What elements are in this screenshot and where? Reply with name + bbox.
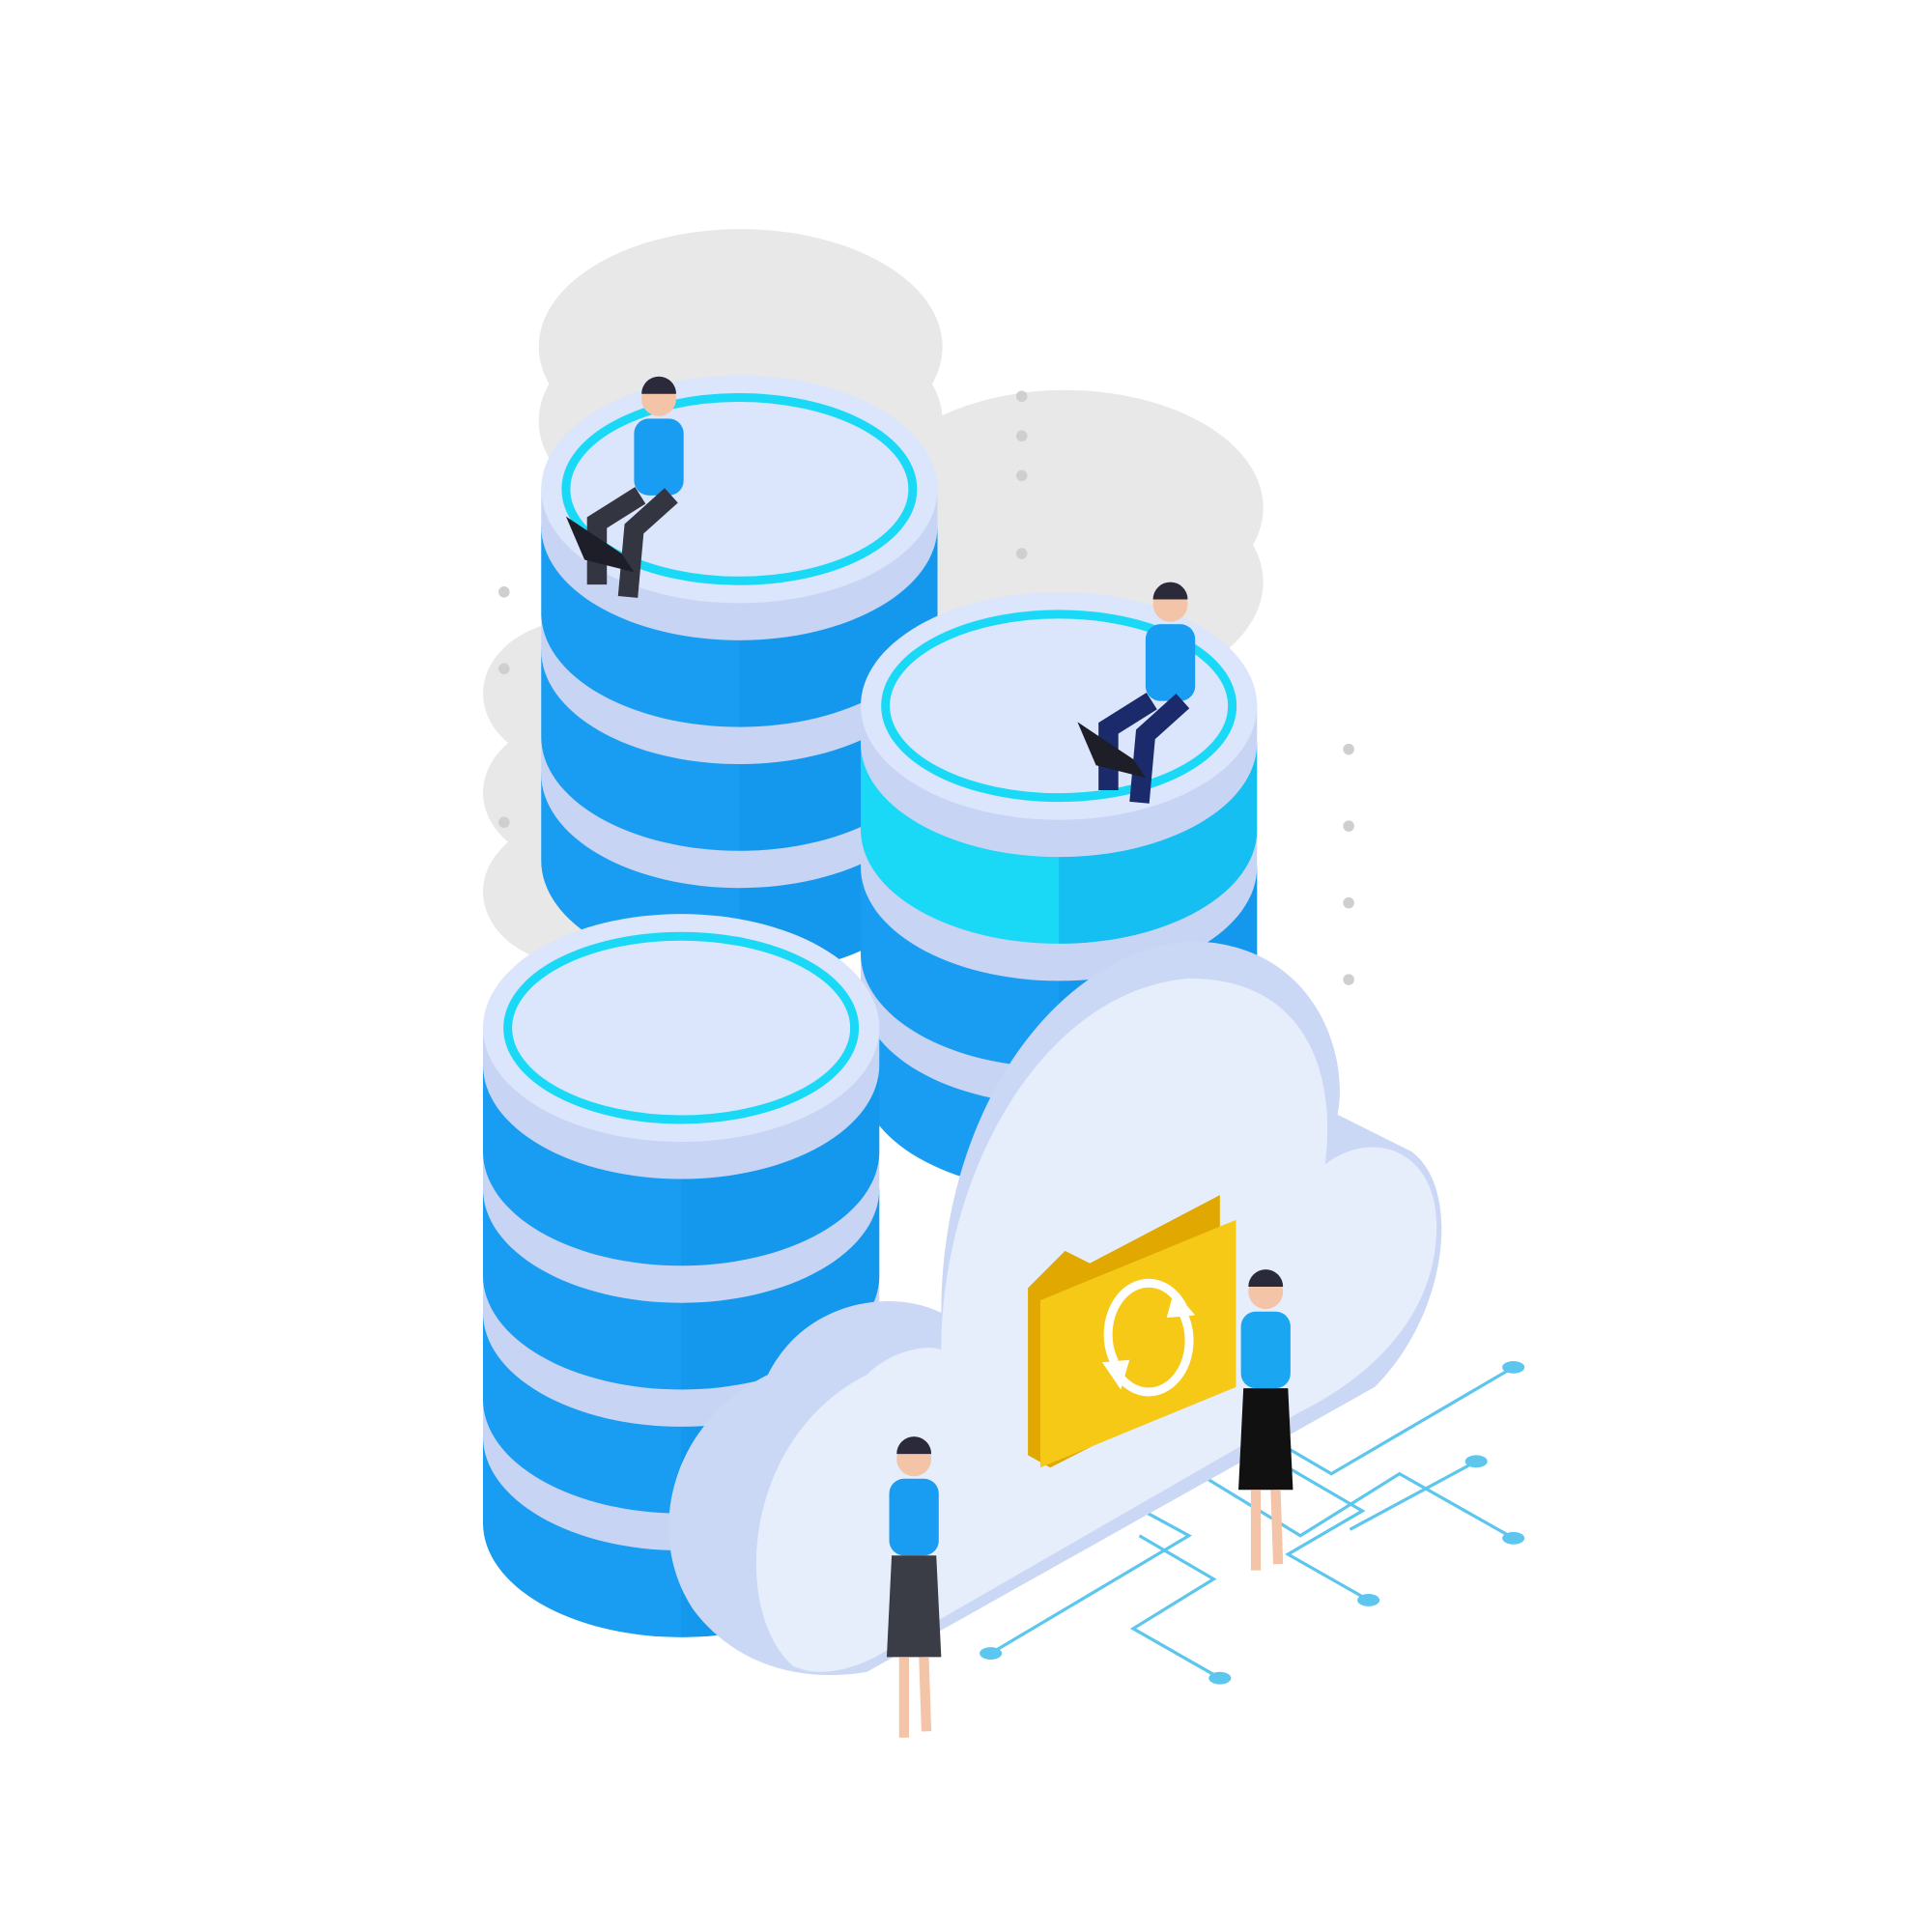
legs (586, 487, 678, 598)
dot (1015, 548, 1028, 559)
dot (498, 663, 510, 675)
disk-ring (561, 393, 918, 585)
dot (1015, 469, 1028, 482)
skirt (886, 1555, 942, 1658)
legs (898, 1657, 932, 1738)
dot (1343, 820, 1354, 832)
person-icon (1077, 582, 1196, 804)
folder-sync-icon (1028, 1195, 1236, 1468)
laptop-icon (565, 516, 635, 573)
hair (896, 1436, 932, 1455)
dot-trail (498, 390, 1354, 985)
torso (1240, 1311, 1291, 1389)
dot (1015, 390, 1028, 403)
laptop-icon (1077, 722, 1146, 779)
dot (1343, 974, 1354, 985)
legs (1250, 1490, 1284, 1571)
disk-top (483, 914, 880, 1143)
database-icon (541, 375, 938, 975)
hair (1248, 1269, 1284, 1288)
disk-ring (503, 931, 860, 1124)
dot (1015, 430, 1028, 442)
dot (1343, 896, 1354, 909)
dot (498, 816, 510, 829)
circuit-node (980, 1360, 1525, 1685)
dot (498, 586, 510, 598)
disk-top (861, 591, 1258, 820)
dot (1343, 743, 1354, 755)
person-icon (886, 1436, 942, 1738)
hair (641, 376, 676, 394)
hair (1152, 582, 1188, 600)
person-icon (1238, 1269, 1293, 1571)
torso (634, 418, 684, 496)
legs (1098, 692, 1190, 804)
torso (889, 1478, 939, 1556)
skirt (1238, 1388, 1293, 1491)
torso (1145, 624, 1196, 701)
person-icon (565, 376, 684, 598)
disk-ring (881, 610, 1237, 803)
